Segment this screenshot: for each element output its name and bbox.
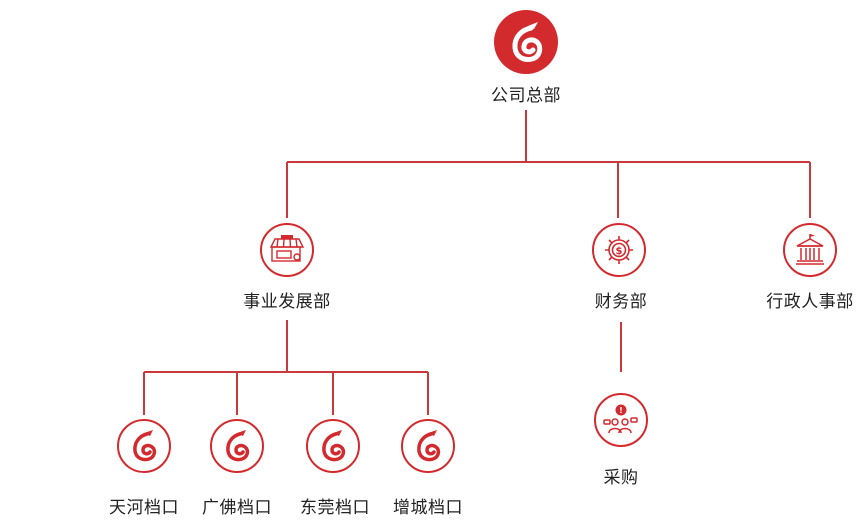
brand-logo-icon (306, 419, 360, 473)
dept-label-admin-hr: 行政人事部 (766, 292, 854, 312)
procurement-people-icon: ! (594, 393, 648, 447)
store-icon (260, 223, 314, 277)
svg-text:$: $ (616, 246, 623, 257)
svg-text:!: ! (619, 406, 623, 415)
brand-logo-icon (494, 10, 558, 74)
dept-label-finance: 财务部 (594, 292, 648, 312)
branch-label-1: 天河档口 (109, 498, 179, 518)
brand-logo-icon (117, 419, 171, 473)
government-building-icon (783, 223, 837, 277)
branch-label-2: 广佛档口 (202, 498, 272, 518)
branch-label-3: 东莞档口 (300, 498, 370, 518)
brand-logo-icon (210, 419, 264, 473)
dept-label-business: 事业发展部 (243, 292, 331, 312)
finance-gear-dollar-icon: $ (592, 223, 646, 277)
root-label: 公司总部 (491, 86, 561, 106)
sub-unit-label-procurement: 采购 (603, 468, 639, 488)
branch-label-4: 增城档口 (393, 498, 463, 518)
brand-logo-icon (401, 419, 455, 473)
